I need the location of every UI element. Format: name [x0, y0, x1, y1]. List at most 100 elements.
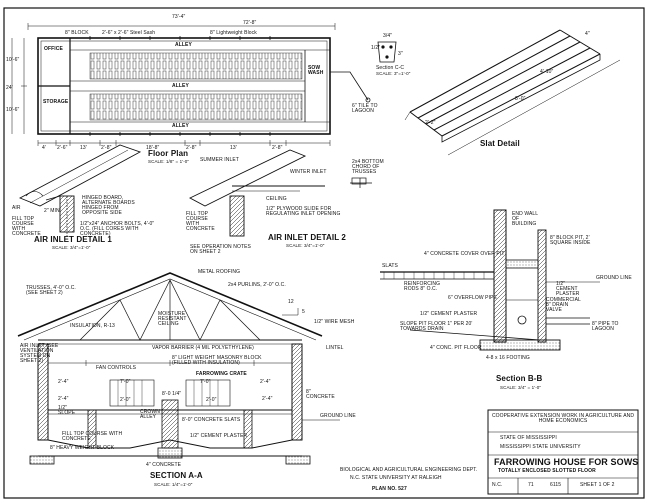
- bottom-dim-4: 2'-8": [101, 145, 112, 151]
- sheet-number: SHEET 1 OF 2: [580, 482, 615, 488]
- state-line-2: MISSISSIPPI STATE UNIVERSITY: [500, 444, 581, 450]
- anchor-note: 1/2"x24" ANCHOR BOLTS, 4'-0" O.C. (FILL …: [80, 221, 155, 237]
- plan-number: PLAN NO. 527: [372, 486, 407, 492]
- bottom-dim-7: 13': [230, 145, 237, 151]
- concrete-side-note: 8" CONCRETE: [306, 389, 335, 400]
- heavy-block-note: 8" HEAVY WEIGHT BLOCK: [50, 445, 115, 451]
- storage-label: STORAGE: [43, 99, 69, 105]
- slope-note: 1/2" SLOPE: [58, 405, 76, 416]
- aa-dim-low-3: 2'-0": [206, 397, 217, 403]
- concrete-4-note: 4" CONCRETE: [146, 462, 182, 468]
- air-inlet-1-title: AIR INLET DETAIL 1: [34, 235, 112, 244]
- ceiling-note: CEILING: [266, 196, 287, 202]
- lightweight-block-label: 8" Lightweight Block: [210, 30, 257, 36]
- min-note: 2" MIN: [44, 208, 60, 214]
- pitch-5: 5: [302, 309, 305, 315]
- moisture-note: MOISTURE RESISTANT CEILING: [158, 311, 187, 327]
- purlins-note: 2x4 PURLINS, 2'-0" O.C.: [228, 282, 286, 288]
- nc-label: N.C.: [492, 482, 503, 488]
- bottom-dim-2: 2'-6": [57, 145, 68, 151]
- dim-left-height: 10'-6": [6, 57, 20, 63]
- sow-wash-label: SOW WASH: [308, 65, 324, 76]
- slat-detail-title: Slat Detail: [480, 139, 520, 148]
- rods-note: REINFORCING RODS 8" O.C.: [404, 281, 441, 292]
- ground-line-aa: GROUND LINE: [320, 413, 356, 419]
- alley-top-label: ALLEY: [175, 42, 192, 48]
- project-title: FARROWING HOUSE FOR SOWS: [494, 457, 639, 467]
- pitch-12: 12: [288, 299, 294, 305]
- bottom-dim-5: 18'-8": [146, 145, 160, 151]
- plywood-note: 1/2" PLYWOOD SLIDE FOR REGULATING INLET …: [266, 206, 341, 217]
- bottom-chord-note: 2x4 BOTTOM CHORD OF TRUSSES: [352, 159, 384, 175]
- end-wall-note: END WALL OF BUILDING: [512, 211, 538, 227]
- air-inlet-2: [189, 149, 372, 237]
- section-aa: [17, 272, 340, 465]
- wire-mesh-note: 1/2" WIRE MESH: [314, 319, 355, 325]
- winter-inlet-note: WINTER INLET: [290, 169, 327, 175]
- fill-top-note-3: FILL TOP COURSE WITH CONCRETE: [62, 431, 123, 442]
- pipe-lagoon-note: 8" PIPE TO LAGOON: [592, 321, 619, 332]
- title-block: [487, 409, 639, 495]
- air-inlet-1: [18, 144, 142, 236]
- floor-plan-title: Floor Plan: [148, 149, 189, 158]
- lintel-note: LINTEL: [326, 345, 344, 351]
- commercial-valve-note: COMMERCIAL 8" DRAIN VALVE: [546, 297, 581, 313]
- slope-pit-note: SLOPE PIT FLOOR 1" PER 20' TOWARDS DRAIN: [400, 321, 473, 332]
- hinged-board-note: HINGED BOARD, ALTERNATE BOARDS HINGED FR…: [82, 195, 135, 216]
- vapor-note: VAPOR BARRIER (4 MIL POLYETHYLENE): [152, 345, 254, 351]
- crown-alley-note: CROWN ALLEY: [140, 409, 160, 420]
- tile-lagoon-label: 6" TILE TO LAGOON: [352, 103, 378, 114]
- dim-right: 72'-8": [243, 20, 257, 26]
- bottom-dim-6: 2'-8": [186, 145, 197, 151]
- see-notes: SEE OPERATION NOTES ON SHEET 2: [190, 244, 251, 255]
- state-line-1: STATE OF MISSISSIPPI: [500, 435, 557, 441]
- bottom-dim-3: 13': [80, 145, 87, 151]
- bottom-dim-1: 4': [42, 145, 46, 151]
- section-aa-title: SECTION A-A: [150, 471, 203, 480]
- metal-roofing-note: METAL ROOFING: [198, 269, 241, 275]
- section-bb: [380, 209, 600, 351]
- air-inlet-2-scale: SCALE: 3/4"=1'-0": [286, 243, 325, 248]
- floor-plan-scale: SCALE: 1/8" = 1'-0": [148, 159, 190, 164]
- steel-sash-label: 2'-6" x 2'-6" Steel Sash: [102, 30, 156, 36]
- section-cc-label: Section C-C: [376, 65, 405, 71]
- office-label: OFFICE: [44, 46, 63, 52]
- bb-cement-plaster-2: 1/2" CEMENT PLASTER: [556, 281, 580, 297]
- footing-note: 4-8 x 16 FOOTING: [486, 355, 530, 361]
- aa-dim-low-1: 2'-4": [58, 396, 69, 402]
- dept-line: BIOLOGICAL AND AGRICULTURAL ENGINEERING …: [340, 467, 478, 473]
- alley-bottom-label: ALLEY: [172, 123, 189, 129]
- air-inlet-2-title: AIR INLET DETAIL 2: [268, 233, 346, 242]
- summer-inlet-note: SUMMER INLET: [200, 157, 239, 163]
- aa-dim-low-2: 2'-0": [120, 397, 131, 403]
- fill-top-note-1: FILL TOP COURSE WITH CONCRETE: [12, 216, 41, 237]
- section-aa-scale: SCALE: 1/4"=1'-0": [154, 482, 193, 487]
- univ-line: N.C. STATE UNIVERSITY AT RALEIGH: [350, 475, 442, 481]
- insulation-note: INSULATION, R-13: [70, 323, 115, 329]
- slat-dim-4: 2'-2": [425, 120, 436, 126]
- dim-overall: 73'-4": [172, 14, 186, 20]
- coop-heading: COOPERATIVE EXTENSION WORK IN AGRICULTUR…: [491, 413, 635, 424]
- section-bb-scale: SCALE: 3/4" = 1'-0": [500, 385, 542, 390]
- air-inlet-note: AIR INLET (SEE VENTILATION SYSTEM ON SHE…: [20, 343, 59, 364]
- aa-dim-3: 7'-0": [200, 379, 211, 385]
- cc-dim-3: 3": [398, 51, 403, 57]
- farrowing-crate-note: FARROWING CRATE: [196, 371, 247, 377]
- slats-note: SLATS: [382, 263, 398, 269]
- slat-dim-2: 4'-10": [540, 69, 554, 75]
- pit-floor-note: 4" CONC. PIT FLOOR: [430, 345, 482, 351]
- cover-note: 4" CONCRETE COVER OVER PIT: [424, 251, 505, 257]
- block-pit-note: 8" BLOCK PIT, 2' SQUARE INSIDE: [550, 235, 591, 246]
- aa-dim-mid: 8'-0 1/4": [162, 391, 182, 397]
- ground-line-bb: GROUND LINE: [596, 275, 632, 281]
- project-subtitle: TOTALLY ENCLOSED SLOTTED FLOOR: [498, 468, 596, 474]
- aa-dim-low-4: 2'-4": [262, 396, 273, 402]
- block-label: 8" BLOCK: [65, 30, 89, 36]
- fan-controls-note: FAN CONTROLS: [96, 365, 137, 371]
- drawing-number: 6115: [550, 482, 562, 488]
- cc-dim-1: 3/4": [383, 33, 393, 39]
- cc-dim-2: 1/2": [371, 45, 381, 51]
- trusses-note: TRUSSES, 4'-0" O.C. (SEE SHEET 2): [26, 285, 76, 296]
- nc-number: 71: [528, 482, 534, 488]
